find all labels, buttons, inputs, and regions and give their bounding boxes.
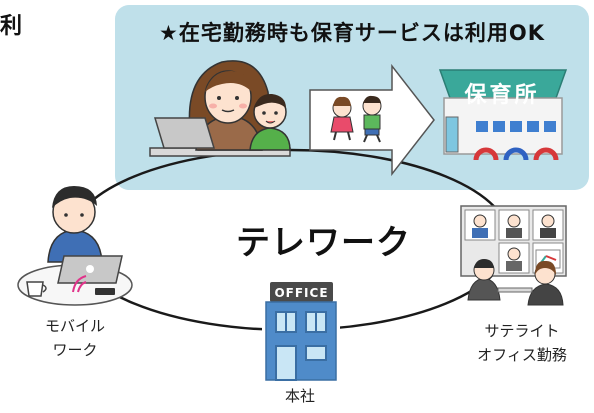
mobile-worker-illustration xyxy=(17,186,133,306)
telework-label: テレワーク xyxy=(236,223,411,263)
satellite-caption-line2: オフィス勤務 xyxy=(477,346,567,364)
girl-illustration xyxy=(330,96,354,141)
headquarters-caption: 本社 xyxy=(284,387,315,405)
mobile-caption-line2: ワーク xyxy=(52,341,98,359)
nursery-building xyxy=(438,69,568,161)
arrow-to-nursery xyxy=(309,63,435,177)
satellite-office-caption: サテライト オフィス勤務 xyxy=(457,319,587,367)
office-sign: OFFICE xyxy=(274,286,329,300)
nursery-sign: 保育所 xyxy=(464,83,540,108)
clipped-heading: 利 xyxy=(0,14,23,39)
banner-title: ★在宅勤務時も保育サービスは利用OK xyxy=(159,21,545,45)
office-building xyxy=(262,280,340,381)
boy-illustration xyxy=(362,95,382,143)
mother-child-illustration xyxy=(149,60,291,157)
satellite-caption-line1: サテライト xyxy=(484,322,560,340)
mobile-caption-line1: モバイル xyxy=(44,317,105,335)
satellite-office-illustration xyxy=(460,205,567,306)
mobile-work-caption: モバイル ワーク xyxy=(35,314,115,362)
